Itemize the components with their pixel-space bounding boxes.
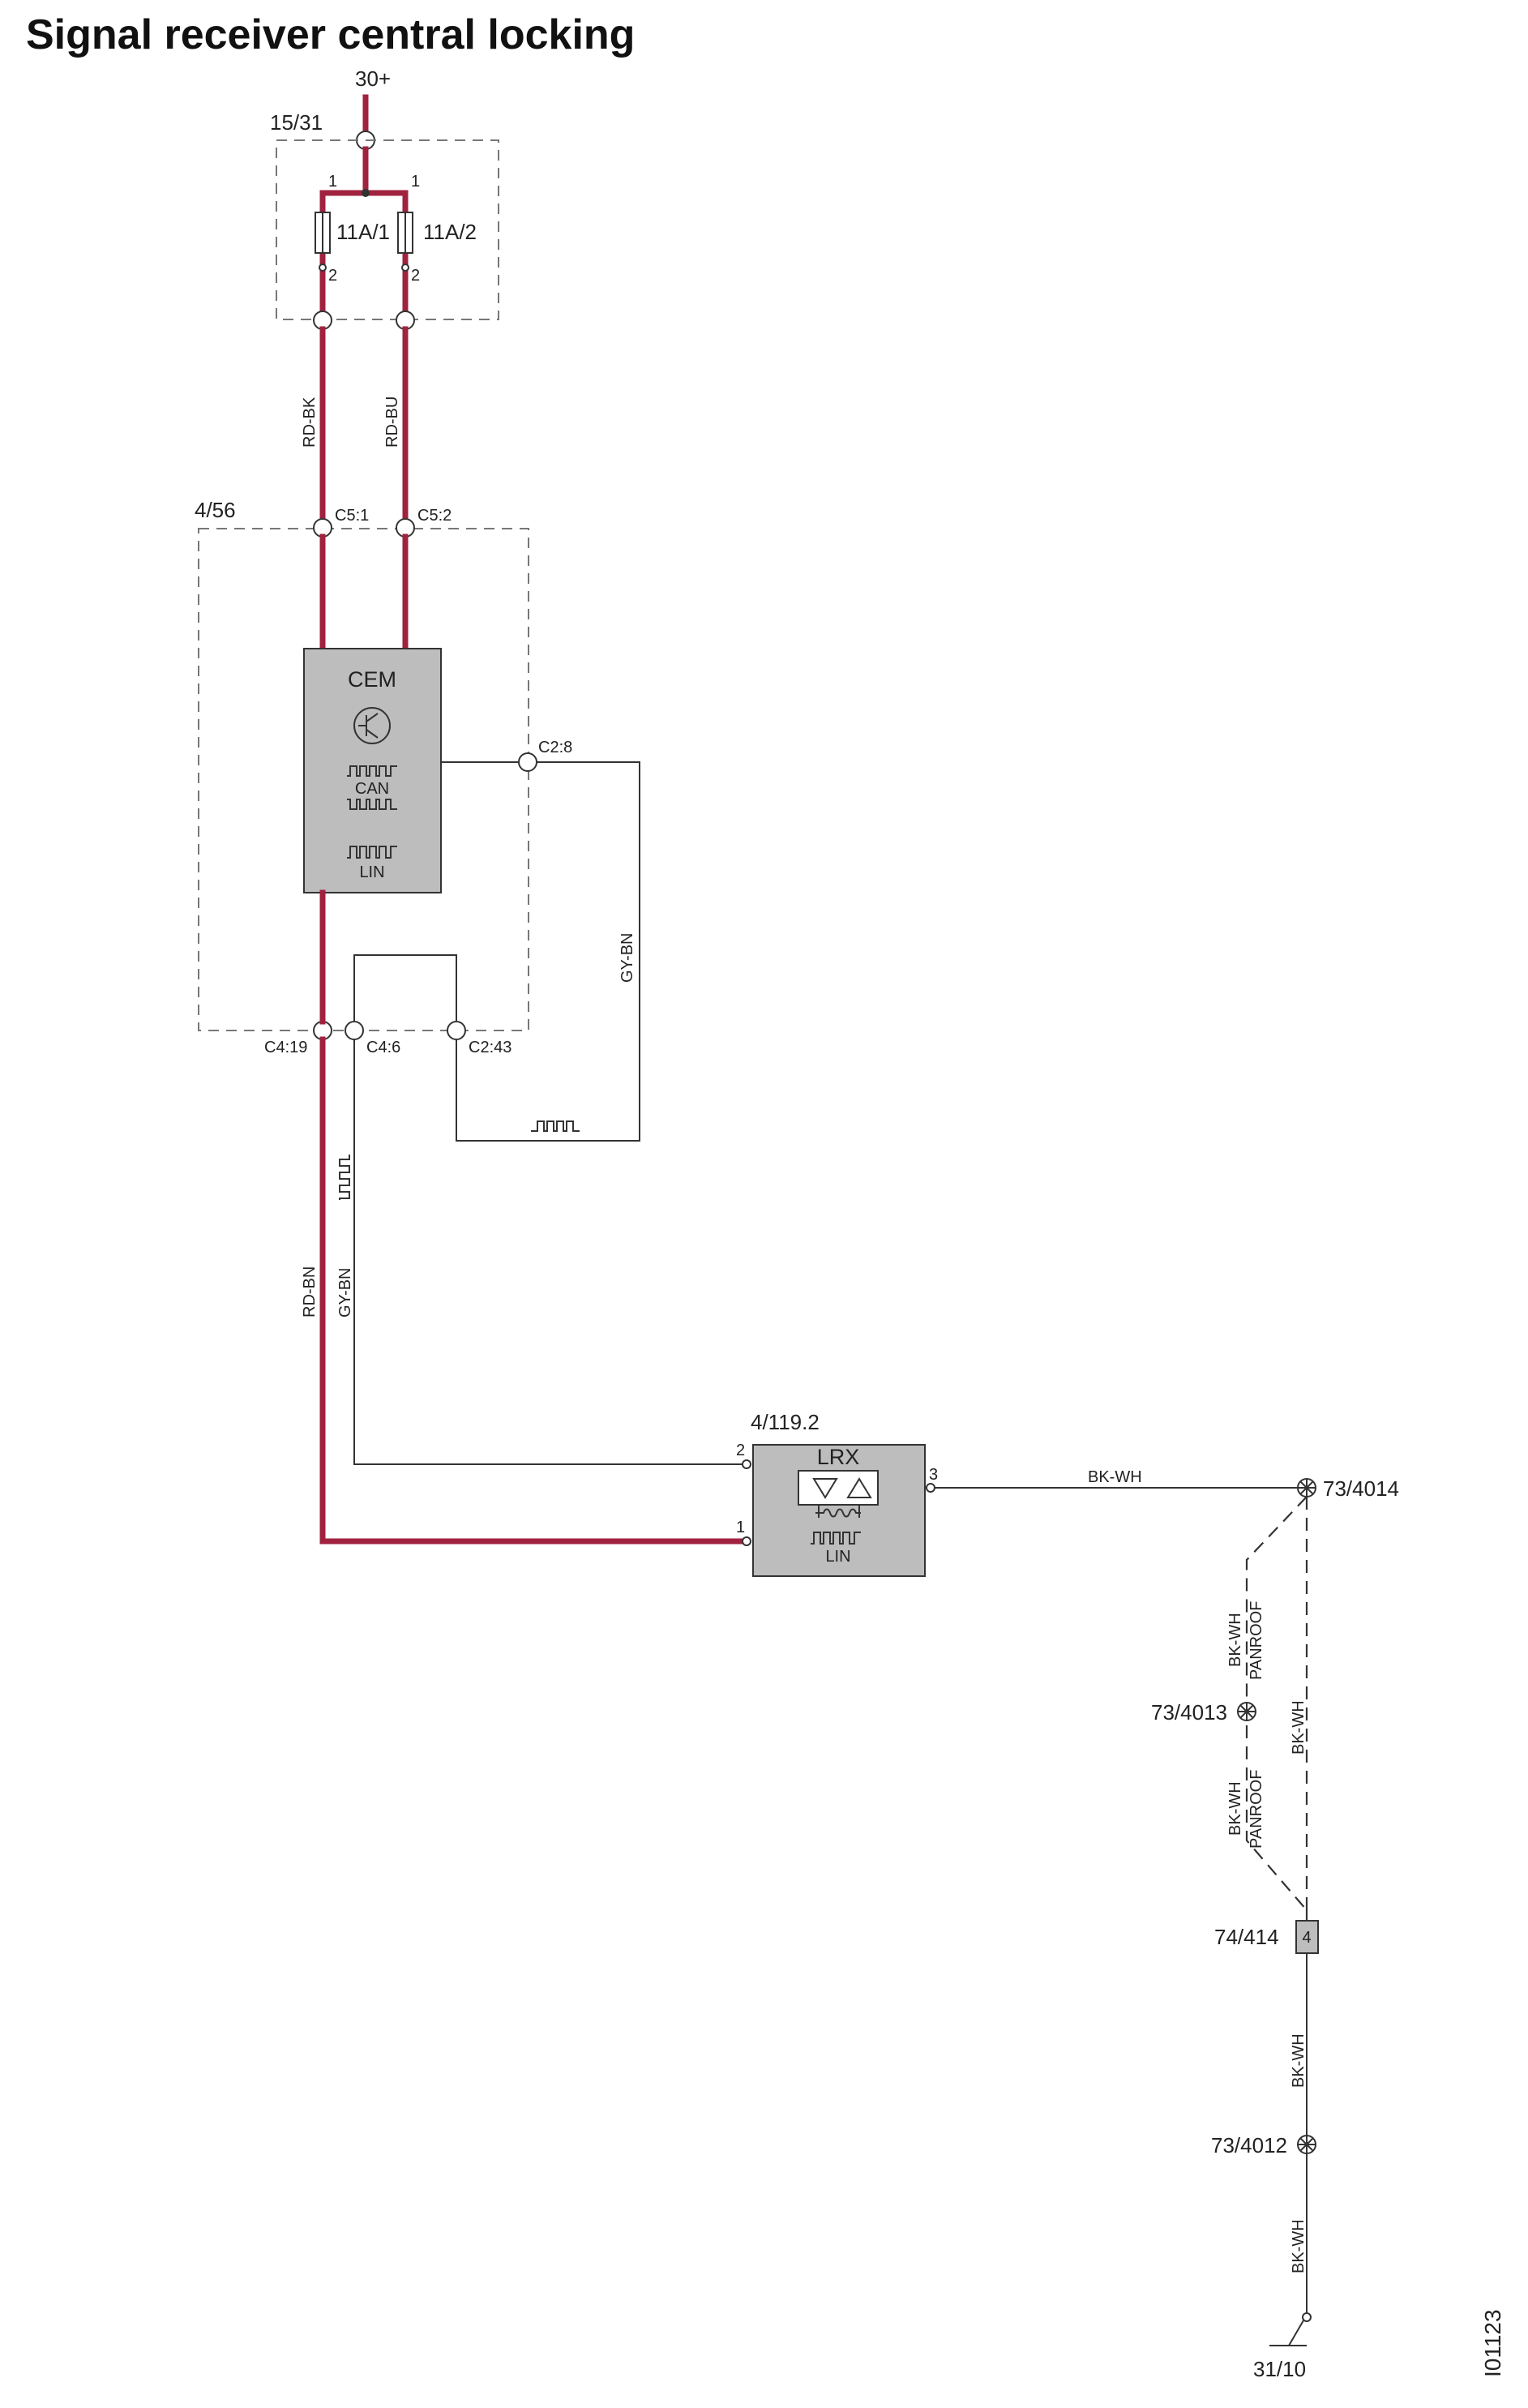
lrx-pin-1 bbox=[742, 1536, 751, 1546]
cem-module bbox=[303, 648, 442, 893]
wire-rd-bn bbox=[319, 1036, 747, 1545]
connector-c5-1-label: C5:1 bbox=[335, 507, 369, 525]
fuse-1-label: 11A/1 bbox=[336, 220, 390, 244]
lrx-pin-2-label: 2 bbox=[736, 1442, 745, 1459]
ground-4014-cross bbox=[1298, 1479, 1316, 1497]
can-low-pulse-icon bbox=[347, 799, 397, 810]
ground-4012-cross bbox=[1298, 2136, 1316, 2153]
fuse-2-pin-top: 1 bbox=[411, 173, 420, 191]
antenna-coil-leads bbox=[818, 1505, 860, 1518]
cem-name: CEM bbox=[348, 667, 396, 692]
connector-c2-8 bbox=[518, 752, 537, 772]
fusebox-label: 15/31 bbox=[270, 110, 323, 135]
triangle-up-icon bbox=[846, 1477, 872, 1498]
transistor-icon-lines bbox=[358, 713, 379, 739]
wire-label-bk-wh-right: BK-WH bbox=[1290, 1700, 1308, 1755]
can-signal-pulse-icon bbox=[531, 1120, 580, 1132]
fuse-1-pin2-dot bbox=[319, 264, 327, 272]
cem-box: 4/56 C5:1 C5:2 CEM CAN LIN C2:8 C4:19 C4… bbox=[195, 498, 572, 1056]
can-high-pulse-icon bbox=[347, 765, 397, 777]
lrx-location-label: 4/119.2 bbox=[751, 1410, 820, 1434]
fuse-2-pin-bottom: 2 bbox=[411, 267, 420, 285]
connector-c4-6-label: C4:6 bbox=[366, 1039, 400, 1056]
fusebox: 15/31 1 2 11A/1 1 2 11A/2 bbox=[270, 110, 499, 330]
wire-label-bk-wh-panroof-lower: BK-WH bbox=[1226, 1781, 1244, 1836]
fuse-1-pin-bottom: 2 bbox=[328, 267, 337, 285]
cem-box-outline bbox=[198, 528, 529, 1031]
lrx-bus-lin: LIN bbox=[825, 1548, 850, 1566]
connector-c4-19-label: C4:19 bbox=[264, 1039, 307, 1056]
wire-label-panroof-lower: PANROOF bbox=[1248, 1770, 1265, 1849]
ground-4013-cross bbox=[1238, 1703, 1256, 1720]
wire-dash-panroof-upper bbox=[1245, 1496, 1308, 1698]
chassis-ground-31-10: 31/10 bbox=[1253, 2312, 1312, 2381]
wire-label-bk-wh-bottom: BK-WH bbox=[1290, 2219, 1308, 2273]
wire-label-panroof-upper: PANROOF bbox=[1248, 1601, 1265, 1680]
lrx-pin-3-label: 3 bbox=[929, 1466, 938, 1484]
ground-point-73-4013: 73/4013 bbox=[1151, 1700, 1256, 1725]
connector-c2-43 bbox=[447, 1021, 466, 1040]
lrx-pin-1-label: 1 bbox=[736, 1519, 745, 1536]
connector-c2-43-label: C2:43 bbox=[469, 1039, 511, 1056]
wire-label-bk-wh-mid: BK-WH bbox=[1290, 2033, 1308, 2088]
cem-bus-can: CAN bbox=[355, 780, 389, 798]
triangle-down-icon bbox=[812, 1478, 838, 1499]
lrx-module-group: 4/119.2 LRX LIN 2 1 3 bbox=[736, 1410, 938, 1577]
ground-4012-label: 73/4012 bbox=[1211, 2133, 1287, 2157]
wire-label-bk-wh-panroof-upper: BK-WH bbox=[1226, 1613, 1244, 1667]
connector-414-label: 74/414 bbox=[1214, 1925, 1279, 1949]
receiver-symbol-frame bbox=[798, 1470, 879, 1506]
cem-box-label: 4/56 bbox=[195, 498, 236, 522]
cem-bus-lin: LIN bbox=[359, 863, 384, 881]
lrx-pin-2 bbox=[742, 1459, 751, 1469]
wire-label-gy-bn-right: GY-BN bbox=[618, 932, 636, 983]
antenna-coil-icon bbox=[815, 1508, 861, 1518]
diagram-title: Signal receiver central locking bbox=[26, 11, 635, 58]
busbar-node bbox=[362, 189, 370, 197]
wire-dash-panroof-lower bbox=[1245, 1725, 1308, 1911]
figure-id: I01123 bbox=[1480, 2309, 1505, 2377]
lrx-lin-pulse-icon bbox=[811, 1532, 861, 1545]
ground-4013-label: 73/4013 bbox=[1151, 1700, 1227, 1725]
ground-point-73-4012: 73/4012 bbox=[1211, 2133, 1316, 2157]
wire-gy-bn-can-loop bbox=[456, 761, 640, 1142]
wire-label-rd-bn: RD-BN bbox=[301, 1266, 319, 1318]
ground-point-73-4014: 73/4014 bbox=[1297, 1476, 1399, 1501]
fuse-2-pin2-dot bbox=[401, 264, 409, 272]
lin-signal-pulse-icon bbox=[339, 1155, 350, 1200]
connector-414-pin: 4 bbox=[1302, 1929, 1311, 1947]
lrx-name: LRX bbox=[817, 1445, 860, 1469]
ground-4014-label: 73/4014 bbox=[1323, 1476, 1399, 1501]
fuse-2-label: 11A/2 bbox=[423, 220, 477, 244]
lrx-module bbox=[752, 1444, 926, 1577]
lin-pulse-icon bbox=[347, 846, 397, 859]
connector-74-414: 4 74/414 bbox=[1214, 1920, 1319, 1954]
wire-gy-bn-lin bbox=[353, 1039, 744, 1465]
ground-3110-node bbox=[1302, 2312, 1312, 2322]
transistor-icon bbox=[353, 707, 391, 744]
ground-symbol-icon bbox=[1269, 2320, 1307, 2346]
wire-label-bk-wh-horizontal: BK-WH bbox=[1088, 1468, 1142, 1486]
internal-link-c4-6-c2-43 bbox=[353, 954, 457, 1021]
connector-c2-8-label: C2:8 bbox=[538, 739, 572, 756]
fuse-1-pin-top: 1 bbox=[328, 173, 337, 191]
power-supply: 30+ bbox=[355, 66, 391, 150]
wire-label-rd-bu: RD-BU bbox=[383, 396, 401, 448]
fusebox-outline bbox=[276, 139, 499, 320]
lrx-pin-3 bbox=[926, 1483, 935, 1493]
ground-3110-label: 31/10 bbox=[1253, 2357, 1306, 2381]
supply-label: 30+ bbox=[355, 66, 391, 91]
wire-label-rd-bk: RD-BK bbox=[301, 396, 319, 448]
connector-c5-2-label: C5:2 bbox=[417, 507, 452, 525]
connector-c4-6 bbox=[345, 1021, 364, 1040]
wire-label-gy-bn-lower: GY-BN bbox=[336, 1267, 354, 1318]
